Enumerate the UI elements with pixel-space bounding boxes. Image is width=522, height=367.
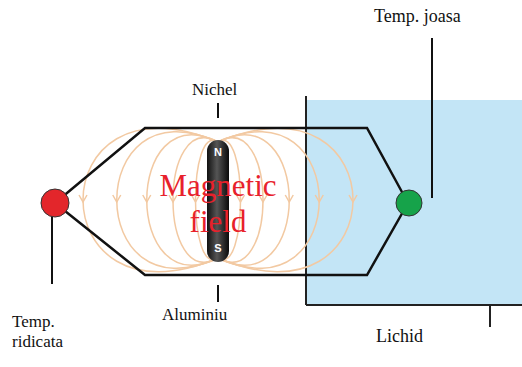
leader-line [431,38,433,198]
field-arrow [143,195,151,202]
field-label: Magnetic field [128,168,308,239]
field-arrow [79,195,87,202]
field-arrow [285,195,293,202]
part-name: Lichid [374,326,448,347]
leader-line [217,103,219,118]
leader-line [489,305,491,327]
leader-line [51,210,53,284]
temperature-label: Temp. ridicata [10,312,86,351]
temperature-label: Temp. joasa [372,6,496,27]
pole-label: S [210,242,226,255]
cold-junction [396,190,422,216]
part-name: Nichel [190,80,254,100]
field-arrow [113,195,121,202]
field-arrow [315,195,323,202]
leader-line [217,285,219,302]
part-name: Aluminiu [160,305,254,325]
field-arrow [349,195,357,202]
hot-junction [41,189,69,217]
pole-label: N [210,146,226,159]
